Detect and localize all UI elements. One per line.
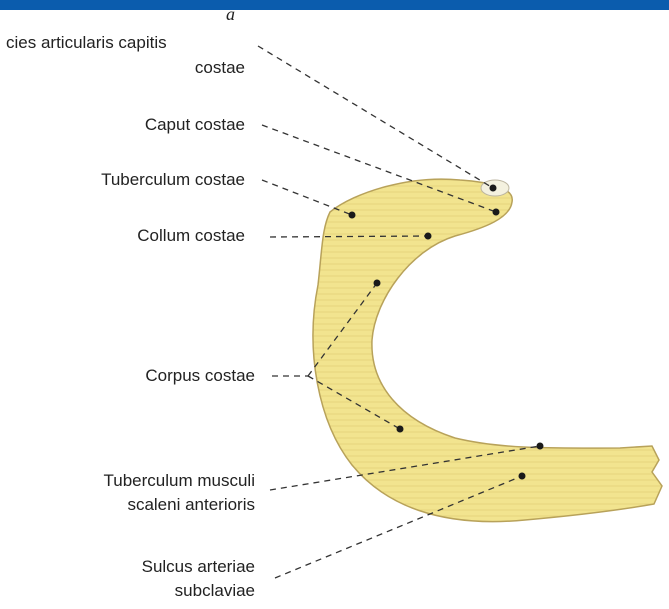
dot-tuberculum <box>349 212 356 219</box>
dot-corpus-upper <box>374 280 381 287</box>
label-collum: Collum costae <box>0 225 245 247</box>
leader-tuberculum <box>262 180 352 215</box>
dot-corpus-lower <box>397 426 404 433</box>
label-tuberculum: Tuberculum costae <box>0 169 245 191</box>
label-tuberculum-musculi-line1: Tuberculum musculi <box>10 470 255 492</box>
dot-sulcus <box>519 473 526 480</box>
rib-diagram <box>0 10 669 609</box>
label-caput: Caput costae <box>0 114 245 136</box>
figure-letter: a <box>226 10 235 25</box>
label-sulcus-line2: subclaviae <box>10 580 255 602</box>
label-facies-line2: costae <box>0 57 245 79</box>
dot-caput <box>493 209 500 216</box>
dot-facies <box>490 185 497 192</box>
label-corpus: Corpus costae <box>0 365 255 387</box>
rib-bone-shape <box>313 179 662 521</box>
leader-facies <box>258 46 493 188</box>
label-facies-line1: cies articularis capitis <box>6 32 167 54</box>
dot-tuberculum-musculi <box>537 443 544 450</box>
label-sulcus-line1: Sulcus arteriae <box>10 556 255 578</box>
dot-collum <box>425 233 432 240</box>
label-tuberculum-musculi-line2: scaleni anterioris <box>10 494 255 516</box>
figure-panel: a cies articularis capitis costae Caput … <box>0 10 669 609</box>
